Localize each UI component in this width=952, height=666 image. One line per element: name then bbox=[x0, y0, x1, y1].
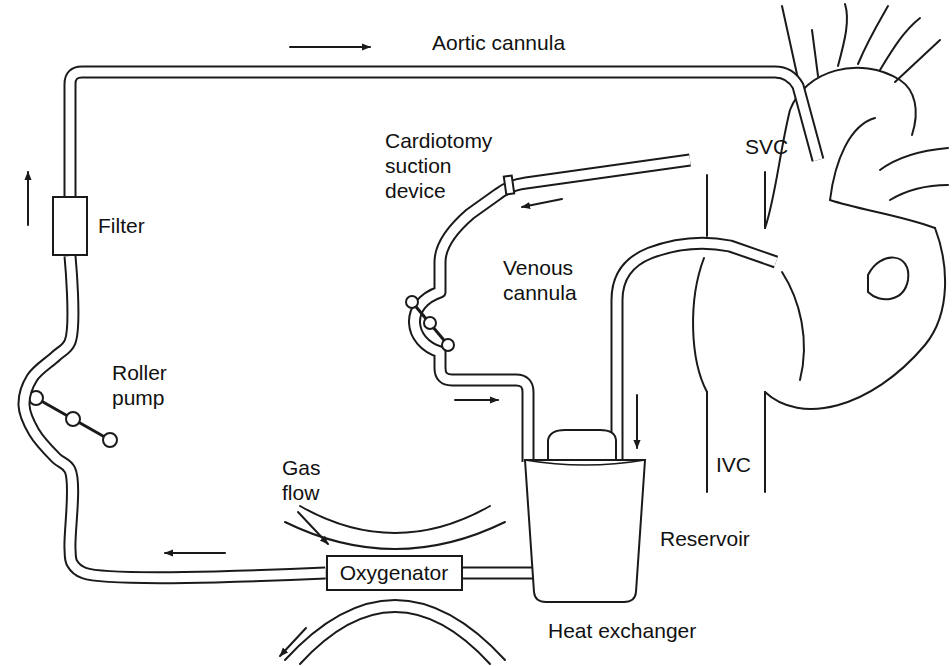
ivc-wall bbox=[706, 392, 708, 492]
tube-wall bbox=[414, 160, 690, 462]
drawing-stroke bbox=[406, 296, 418, 308]
oxygenator-box: Oxygenator bbox=[326, 555, 463, 591]
part-label: Cardiotomy suction device bbox=[385, 128, 507, 204]
node-label: Oxygenator bbox=[340, 560, 449, 585]
drawing-stroke bbox=[103, 433, 117, 447]
node-label: Filter bbox=[98, 213, 145, 238]
tube-wall bbox=[617, 243, 776, 462]
svc-wall bbox=[706, 175, 708, 236]
venous-tube bbox=[617, 243, 776, 462]
drawing-stroke bbox=[66, 412, 80, 426]
tube-lumen bbox=[617, 243, 776, 462]
drawing-stroke bbox=[280, 628, 306, 656]
tube-connector bbox=[463, 573, 534, 574]
reservoir-vessel: Reservoir bbox=[520, 430, 650, 605]
drawing-stroke bbox=[412, 302, 448, 345]
drawing-stroke bbox=[36, 398, 110, 440]
vessel-branch bbox=[812, 30, 818, 76]
vessel-branch bbox=[880, 18, 920, 70]
drawing-stroke bbox=[455, 399, 498, 401]
ventricle-wall bbox=[765, 228, 945, 409]
node-label: Reservoir bbox=[660, 526, 750, 551]
tube-wall bbox=[24, 256, 326, 578]
atrium-wall bbox=[693, 258, 707, 392]
drawing-stroke bbox=[298, 512, 328, 544]
vessel-branch bbox=[895, 40, 940, 82]
tube-lumen bbox=[414, 160, 690, 462]
clamp bbox=[504, 176, 514, 195]
drawing-stroke bbox=[424, 317, 436, 329]
heart-border bbox=[830, 200, 935, 228]
drawing-stroke bbox=[285, 522, 505, 549]
aorta bbox=[830, 118, 875, 200]
gas-membrane-lines bbox=[285, 506, 505, 664]
reservoir-cap bbox=[548, 430, 616, 460]
ivc-wall bbox=[764, 392, 766, 492]
vessel-branch bbox=[838, 4, 847, 66]
tube-wall bbox=[463, 567, 534, 580]
part-label: IVC bbox=[716, 452, 751, 477]
atrial-appendage bbox=[868, 258, 908, 300]
part-label: Venous cannula bbox=[503, 255, 598, 305]
part-label: Roller pump bbox=[112, 360, 202, 410]
drawing-stroke bbox=[290, 46, 370, 48]
reservoir-body bbox=[525, 460, 645, 602]
roller-pump-rotor bbox=[406, 296, 454, 351]
reservoir-rim bbox=[525, 460, 645, 465]
tube-connector bbox=[24, 256, 326, 578]
drawing-stroke bbox=[165, 552, 225, 554]
drawing-stroke bbox=[636, 395, 638, 448]
drawing-stroke bbox=[522, 199, 562, 207]
part-label: Heat exchanger bbox=[548, 618, 696, 643]
part-label: SVC bbox=[745, 134, 788, 159]
tube-lumen bbox=[24, 256, 326, 578]
ventricle-wall bbox=[782, 272, 804, 380]
part-label: Gas flow bbox=[282, 455, 340, 505]
tube-lumen bbox=[463, 569, 534, 578]
drawing-stroke bbox=[27, 172, 29, 225]
suction-tube bbox=[414, 160, 690, 462]
filter-box: Filter bbox=[52, 196, 88, 256]
pulmonary-artery bbox=[890, 185, 948, 200]
vessel-branch bbox=[858, 6, 888, 64]
drawing-stroke bbox=[300, 612, 490, 664]
svc-wall bbox=[764, 172, 766, 228]
drawing-stroke bbox=[300, 506, 490, 533]
pulmonary-artery bbox=[880, 148, 948, 170]
part-label: Aortic cannula bbox=[432, 30, 565, 55]
reservoir-outline bbox=[520, 430, 650, 605]
drawing-stroke bbox=[285, 600, 505, 660]
drawing-stroke bbox=[442, 339, 454, 351]
